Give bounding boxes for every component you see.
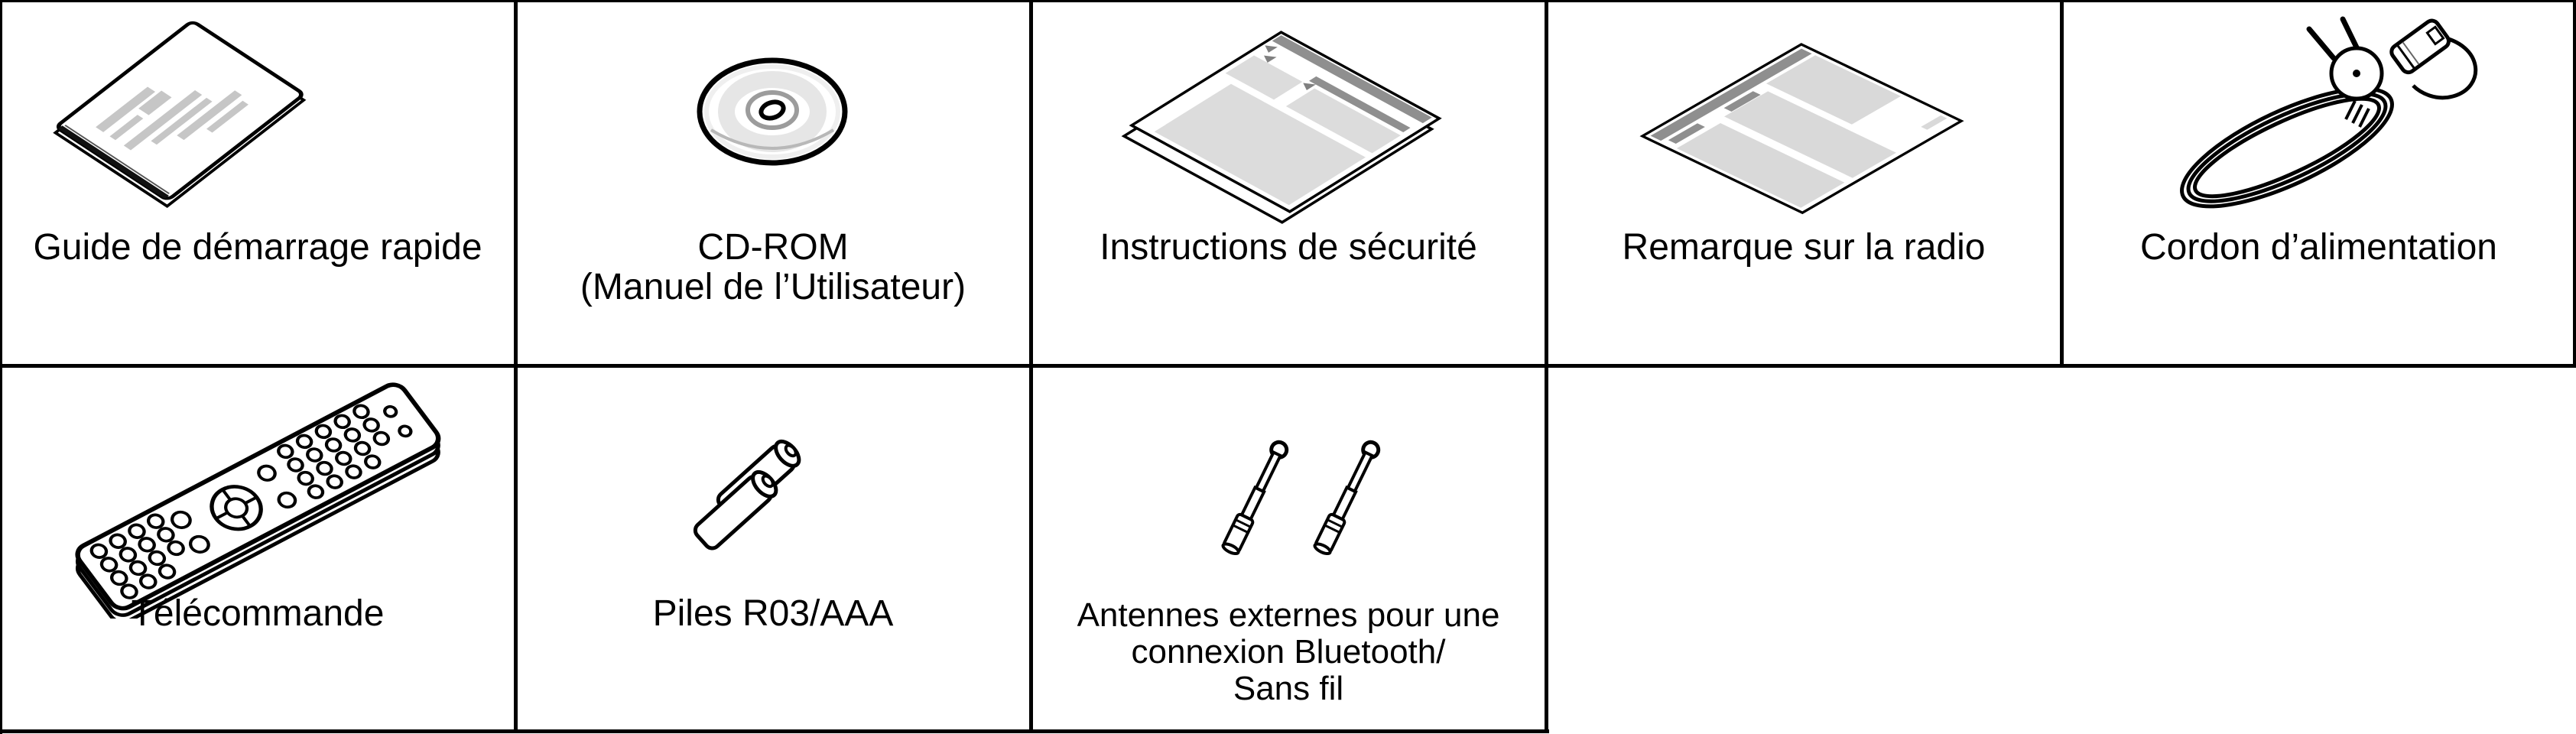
grid-line-right <box>2573 0 2576 368</box>
external-antennas-icon <box>1221 440 1381 556</box>
label-radio-note: Remarque sur la radio <box>1546 228 2061 268</box>
empty-cell <box>2061 365 2576 734</box>
label-line: Instructions de sécurité <box>1100 227 1477 268</box>
batteries-icon <box>693 439 801 550</box>
cell-external-antennas: Antennes externes pour une connexion Blu… <box>1031 365 1546 734</box>
radio-note-icon <box>1639 43 1964 215</box>
remote-control-icon <box>75 382 441 619</box>
label-line: CD-ROM <box>697 227 849 268</box>
label-line: Cordon d’alimentation <box>2140 227 2497 268</box>
cell-batteries: Piles R03/AAA <box>515 365 1031 734</box>
label-cd-rom: CD-ROM (Manuel de l’Utilisateur) <box>515 228 1031 307</box>
grid-line-col-4 <box>2060 0 2064 368</box>
label-line: Sans fil <box>1233 670 1344 707</box>
grid-line-top <box>0 0 2576 2</box>
label-line: Piles R03/AAA <box>652 593 894 634</box>
grid-line-col-3 <box>1545 0 1548 733</box>
label-line: connexion Bluetooth/ <box>1131 633 1446 671</box>
label-remote-control: Télécommande <box>0 594 515 634</box>
quick-start-guide-icon <box>53 21 307 208</box>
cell-cd-rom: CD-ROM (Manuel de l’Utilisateur) <box>515 0 1031 365</box>
grid-line-col-2 <box>1029 0 1033 733</box>
label-line: Remarque sur la radio <box>1622 227 1986 268</box>
label-line: Guide de démarrage rapide <box>33 227 482 268</box>
label-safety-instructions: Instructions de sécurité <box>1031 228 1546 268</box>
cell-safety-instructions: Instructions de sécurité <box>1031 0 1546 365</box>
safety-instructions-icon <box>1121 31 1442 224</box>
label-power-cord: Cordon d’alimentation <box>2061 228 2576 268</box>
cell-remote-control: Télécommande <box>0 365 515 734</box>
cd-rom-icon <box>697 57 848 166</box>
label-line: Télécommande <box>131 593 385 634</box>
empty-cell <box>1546 365 2061 734</box>
grid-line-row-divider <box>0 364 2576 368</box>
label-external-antennas: Antennes externes pour une connexion Blu… <box>1031 597 1546 707</box>
power-cord-icon <box>2180 16 2478 209</box>
label-line: (Manuel de l’Utilisateur) <box>580 267 966 307</box>
grid-line-col-1 <box>514 0 518 733</box>
grid-line-bottom <box>0 729 1549 733</box>
label-batteries: Piles R03/AAA <box>515 594 1031 634</box>
cell-quick-start-guide: Guide de démarrage rapide <box>0 0 515 365</box>
label-quick-start-guide: Guide de démarrage rapide <box>0 228 515 268</box>
label-line: Antennes externes pour une <box>1077 596 1500 634</box>
cell-power-cord: Cordon d’alimentation <box>2061 0 2576 365</box>
cell-radio-note: Remarque sur la radio <box>1546 0 2061 365</box>
